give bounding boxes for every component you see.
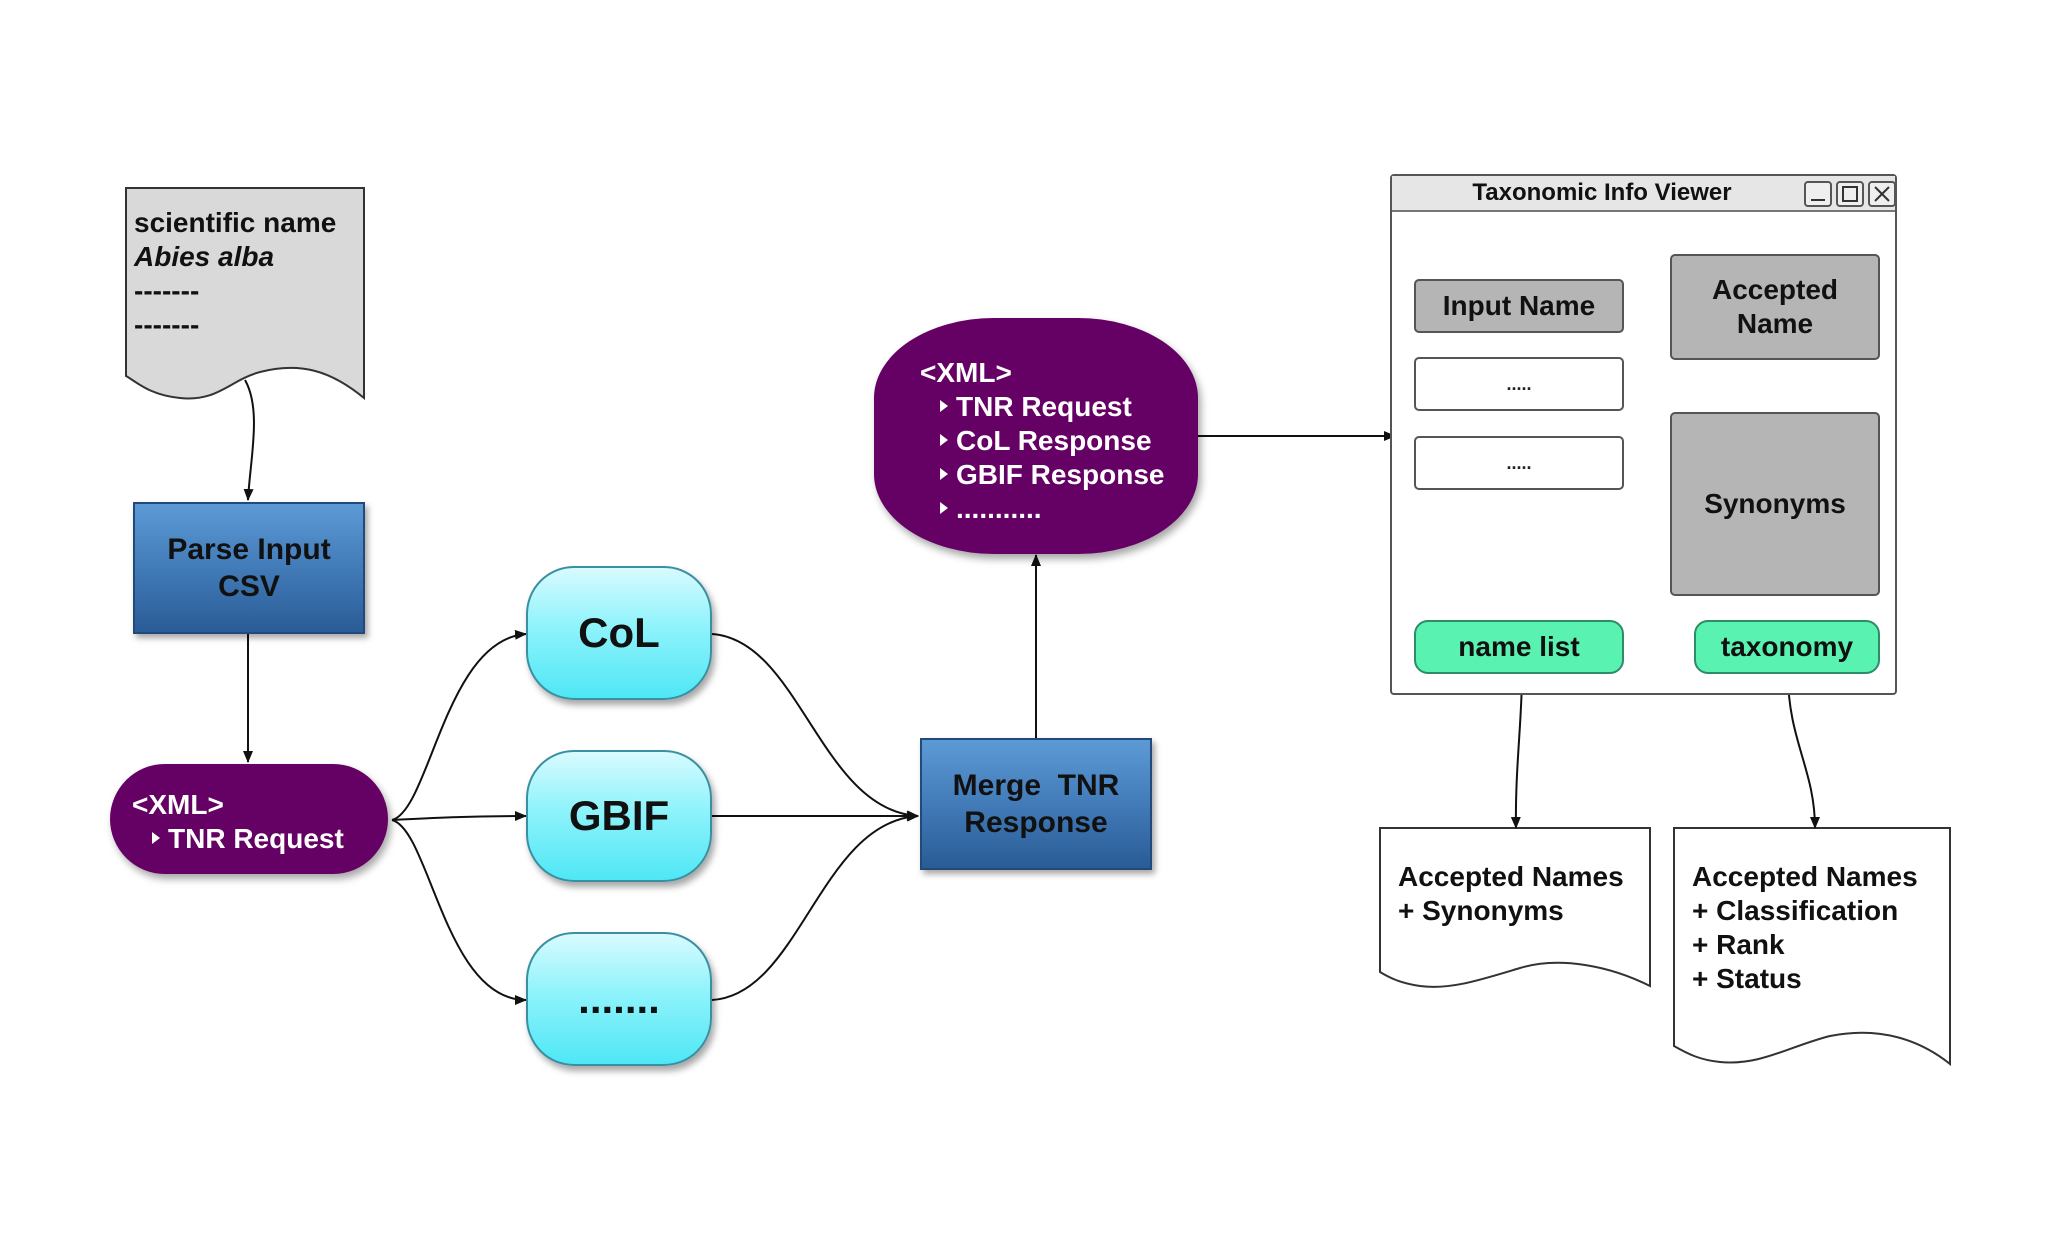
xml-response-item-2: CoL Response (920, 424, 1198, 458)
close-icon (1874, 186, 1890, 202)
close-button[interactable] (1868, 181, 1896, 207)
arrow-xml-to-more (391, 819, 527, 1005)
input-document: scientific name Abies alba ------- -----… (134, 206, 336, 342)
accepted-name-box: Accepted Name (1670, 254, 1880, 360)
bullet-triangle-icon (940, 467, 948, 480)
merge-label-1: Merge TNR (952, 769, 1120, 802)
arrow-xml-to-gbif (391, 811, 527, 822)
viewer-title: Taxonomic Info Viewer (1472, 179, 1732, 206)
taxonomy-label: taxonomy (1720, 631, 1854, 662)
xml-response-node: <XML> TNR Request CoL Response GBIF Resp… (874, 318, 1198, 554)
output-taxonomy-line-2: + Classification (1692, 895, 1899, 926)
bullet-triangle-icon (940, 433, 948, 446)
output-names-document-shape (1379, 827, 1651, 988)
name-field-2[interactable]: ..... (1414, 436, 1624, 490)
synonyms-label: Synonyms (1704, 488, 1846, 519)
minimize-button[interactable] (1804, 181, 1832, 207)
xml-response-header: <XML> (920, 357, 1012, 388)
xml-request-header: <XML> (132, 789, 224, 820)
viewer-title-bar: Taxonomic Info Viewer (1392, 176, 1896, 212)
xml-response-item-1: TNR Request (920, 390, 1198, 424)
merge-label-2: Response (964, 806, 1108, 839)
synonyms-box: Synonyms (1670, 412, 1880, 596)
parse-input-label-2: CSV (218, 570, 280, 603)
xml-response-item-3: GBIF Response (920, 458, 1198, 492)
name-list-label: name list (1458, 631, 1580, 662)
input-document-shape (125, 187, 365, 401)
bullet-triangle-icon (152, 831, 160, 844)
output-taxonomy-line-1: Accepted Names (1692, 861, 1918, 892)
source-more-node: ....... (526, 932, 712, 1066)
source-more-label: ....... (578, 975, 660, 1022)
name-field-1-value: ..... (1506, 373, 1532, 394)
bullet-triangle-icon (940, 501, 948, 514)
xml-response-item-4: ........... (920, 492, 1198, 526)
input-doc-line-1: scientific name (134, 207, 337, 238)
name-field-1[interactable]: ..... (1414, 357, 1624, 411)
minimize-icon (1811, 199, 1825, 201)
arrow-more-to-merge (711, 811, 919, 1001)
accepted-name-label-2: Name (1736, 308, 1814, 339)
input-doc-line-4: ------- (134, 309, 200, 340)
output-names-line-1: Accepted Names (1398, 861, 1624, 892)
name-field-2-value: ..... (1506, 452, 1532, 473)
arrow-doc-to-parse (243, 379, 255, 501)
arrow-col-to-merge (711, 633, 919, 821)
output-taxonomy-document-shape (1673, 827, 1951, 1067)
accepted-name-label-1: Accepted (1711, 274, 1839, 305)
name-list-button[interactable]: name list (1414, 620, 1624, 674)
output-taxonomy-document: Accepted Names + Classification + Rank +… (1692, 860, 1918, 996)
maximize-button[interactable] (1836, 181, 1864, 207)
input-name-field[interactable]: Input Name (1414, 279, 1624, 333)
arrow-taxonomy-to-output (1787, 673, 1820, 829)
arrow-xml-to-col (391, 629, 527, 821)
arrow-namelist-to-output (1510, 673, 1523, 829)
output-taxonomy-line-4: + Status (1692, 963, 1802, 994)
maximize-icon (1842, 186, 1858, 202)
xml-request-item: TNR Request (132, 822, 388, 856)
output-taxonomy-line-3: + Rank (1692, 929, 1785, 960)
parse-input-node: Parse Input CSV (133, 502, 365, 634)
taxonomic-info-viewer-window: Taxonomic Info Viewer Input Name ..... .… (1390, 174, 1897, 695)
input-doc-line-2: Abies alba (134, 241, 275, 272)
parse-input-label-1: Parse Input (167, 533, 331, 566)
output-names-document: Accepted Names + Synonyms (1398, 860, 1624, 928)
source-gbif-label: GBIF (568, 792, 670, 839)
input-doc-line-3: ------- (134, 275, 200, 306)
source-col-label: CoL (578, 609, 660, 656)
xml-request-node: <XML> TNR Request (110, 764, 388, 874)
taxonomy-button[interactable]: taxonomy (1694, 620, 1880, 674)
merge-node: Merge TNR Response (920, 738, 1152, 870)
source-gbif-node: GBIF (526, 750, 712, 882)
output-names-line-2: + Synonyms (1398, 895, 1564, 926)
bullet-triangle-icon (940, 399, 948, 412)
input-name-label: Input Name (1442, 290, 1596, 321)
source-col-node: CoL (526, 566, 712, 700)
